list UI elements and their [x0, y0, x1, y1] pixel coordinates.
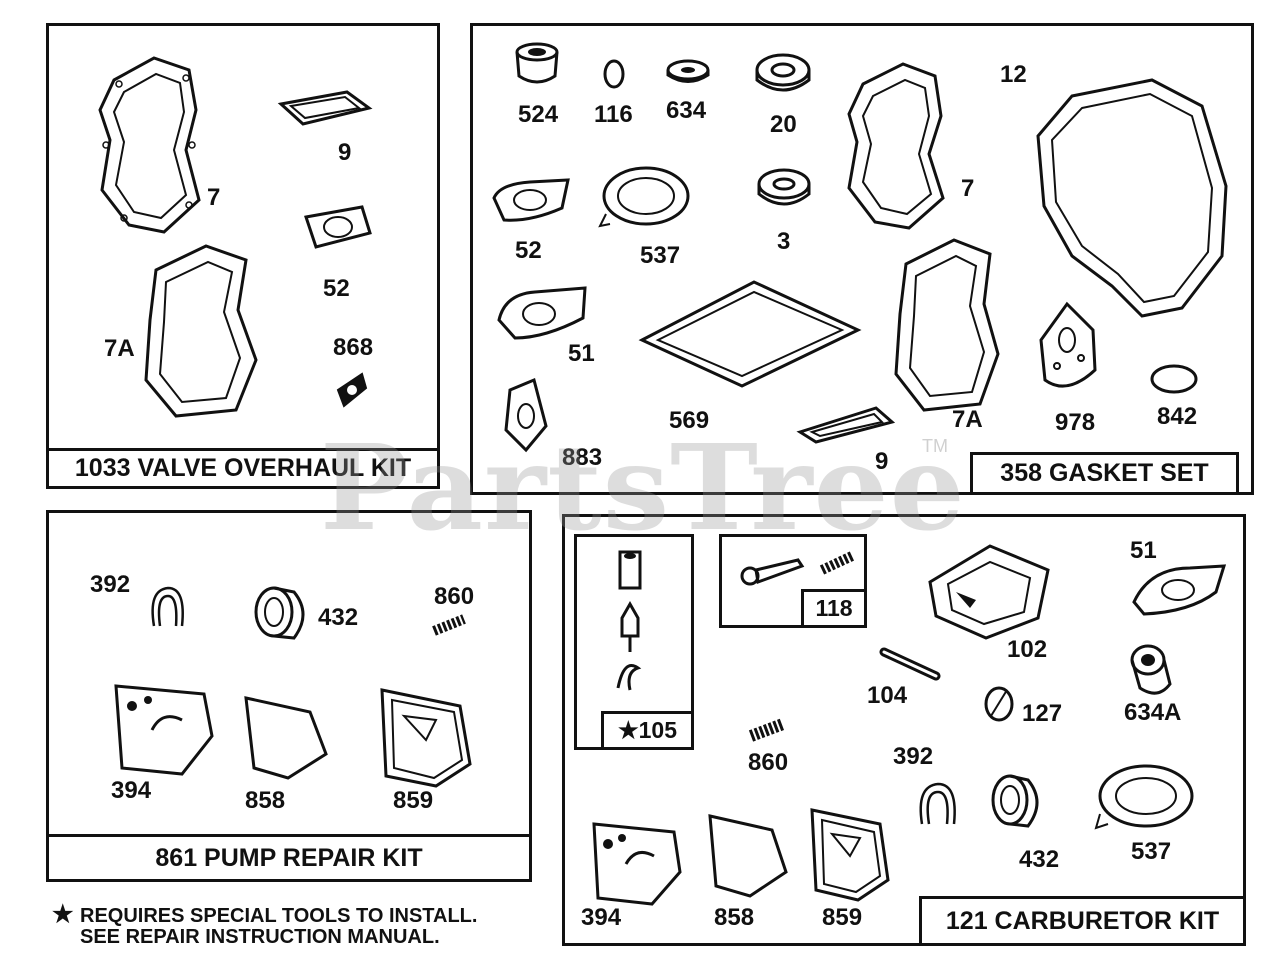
label-634: 634 [666, 97, 707, 124]
carburetor-kit-title: 121 CARBURETOR KIT [919, 896, 1246, 946]
label-842: 842 [1157, 403, 1198, 430]
pin-104-icon[interactable] [880, 646, 942, 682]
label-51: 51 [568, 340, 595, 367]
label-883: 883 [562, 444, 603, 471]
label-52: 52 [323, 275, 350, 302]
bushing-634a-icon[interactable] [1128, 640, 1176, 698]
seal-432-carb-icon[interactable] [986, 770, 1048, 830]
plate-858-carb-icon[interactable] [704, 812, 790, 900]
pump-repair-kit-title: 861 PUMP REPAIR KIT [46, 834, 532, 882]
subkit-105-tag: ★105 [601, 711, 694, 750]
intake-gasket-52-icon[interactable] [302, 205, 374, 251]
label-392: 392 [90, 571, 131, 598]
seal-524-icon[interactable] [512, 42, 562, 88]
oring-116-icon[interactable] [600, 58, 628, 90]
gasket-set-title: 358 GASKET SET [970, 452, 1239, 495]
label-392-carb: 392 [893, 743, 934, 770]
diaphragm-394-icon[interactable] [112, 680, 216, 778]
label-9: 9 [338, 139, 352, 166]
rocker-gasket-569-icon[interactable] [638, 278, 862, 390]
plate-858-icon[interactable] [240, 694, 330, 782]
seal-432-icon[interactable] [246, 584, 318, 642]
gasket-859-carb-icon[interactable] [806, 804, 892, 904]
cylinder-gasket-7a-icon[interactable] [888, 234, 1000, 414]
gasket-51-carb-icon[interactable] [1130, 562, 1228, 618]
label-860-carb: 860 [748, 749, 789, 776]
label-7a: 7A [104, 335, 135, 362]
label-51-carb: 51 [1130, 537, 1157, 564]
label-127: 127 [1022, 700, 1063, 727]
valve-overhaul-kit-panel [46, 23, 440, 489]
gasket-883-icon[interactable] [500, 376, 550, 454]
label-858: 858 [245, 787, 286, 814]
gasket-102-icon[interactable] [926, 542, 1052, 642]
label-569: 569 [669, 407, 710, 434]
label-116: 116 [594, 101, 633, 128]
label-12: 12 [1000, 61, 1027, 88]
label-394: 394 [111, 777, 152, 804]
pump-repair-kit-panel [46, 510, 532, 882]
oil-seal-20-icon[interactable] [754, 52, 812, 100]
spring-860-carb-icon[interactable] [747, 716, 787, 744]
label-7: 7 [207, 184, 221, 211]
label-104: 104 [867, 682, 908, 709]
screw-subkit [719, 534, 867, 628]
gasket-859-icon[interactable] [376, 684, 474, 790]
subkit-118-tag: 118 [801, 589, 867, 628]
plate-978-icon[interactable] [1037, 300, 1099, 396]
carburetor-kit-panel [562, 514, 1246, 946]
label-868: 868 [333, 334, 374, 361]
label-537-carb: 537 [1131, 838, 1172, 865]
breather-gasket-9-set-icon[interactable] [796, 404, 896, 446]
spring-392-carb-icon[interactable] [914, 778, 962, 830]
gasket-51-icon[interactable] [495, 284, 591, 342]
diaphragm-394-carb-icon[interactable] [590, 818, 684, 908]
label-634a: 634A [1124, 699, 1182, 726]
crankcase-gasket-12-icon[interactable] [1032, 76, 1232, 320]
trademark-symbol: TM [922, 436, 948, 456]
label-432-carb: 432 [1019, 846, 1060, 873]
oil-seal-3-icon[interactable] [756, 166, 812, 214]
note-line-1: REQUIRES SPECIAL TOOLS TO INSTALL. [80, 905, 478, 927]
label-52-gasket: 52 [515, 237, 542, 264]
plug-127-icon[interactable] [981, 684, 1017, 724]
label-7a-gasket: 7A [952, 406, 983, 433]
label-432: 432 [318, 604, 359, 631]
label-394-carb: 394 [581, 904, 622, 931]
needle-seat-105-icon[interactable] [608, 548, 652, 698]
note-line-2: SEE REPAIR INSTRUCTION MANUAL. [80, 926, 440, 948]
label-3: 3 [777, 228, 791, 255]
label-859-carb: 859 [822, 904, 863, 931]
cylinder-gasket-7-icon[interactable] [843, 58, 953, 234]
washer-634-icon[interactable] [665, 58, 711, 86]
special-tools-note: ★ REQUIRES SPECIAL TOOLS TO INSTALL. SEE… [52, 901, 478, 948]
label-102: 102 [1007, 636, 1048, 663]
gasket-537-carb-icon[interactable] [1094, 762, 1196, 834]
label-858-carb: 858 [714, 904, 755, 931]
oring-842-icon[interactable] [1148, 362, 1200, 396]
spring-860-icon[interactable] [430, 613, 468, 637]
label-859: 859 [393, 787, 434, 814]
label-537: 537 [640, 242, 681, 269]
gasket-set-panel [470, 23, 1254, 495]
label-978: 978 [1055, 409, 1096, 436]
gasket-537-icon[interactable] [598, 164, 690, 232]
spring-392-icon[interactable] [146, 582, 190, 632]
valve-overhaul-kit-title: 1033 VALVE OVERHAUL KIT [46, 448, 440, 489]
label-20: 20 [770, 111, 797, 138]
star-icon: ★ [52, 901, 74, 928]
intake-gasket-52-set-icon[interactable] [490, 178, 572, 224]
head-gasket-7a-icon[interactable] [136, 240, 266, 420]
label-524: 524 [518, 101, 559, 128]
label-9-gasket: 9 [875, 448, 889, 475]
label-7-gasket: 7 [961, 175, 975, 202]
breather-gasket-9-icon[interactable] [277, 88, 373, 130]
head-gasket-7-icon[interactable] [94, 50, 214, 240]
mixture-screw-118-icon[interactable] [736, 548, 860, 588]
label-860: 860 [434, 583, 475, 610]
valve-seal-868-icon[interactable] [332, 370, 370, 410]
